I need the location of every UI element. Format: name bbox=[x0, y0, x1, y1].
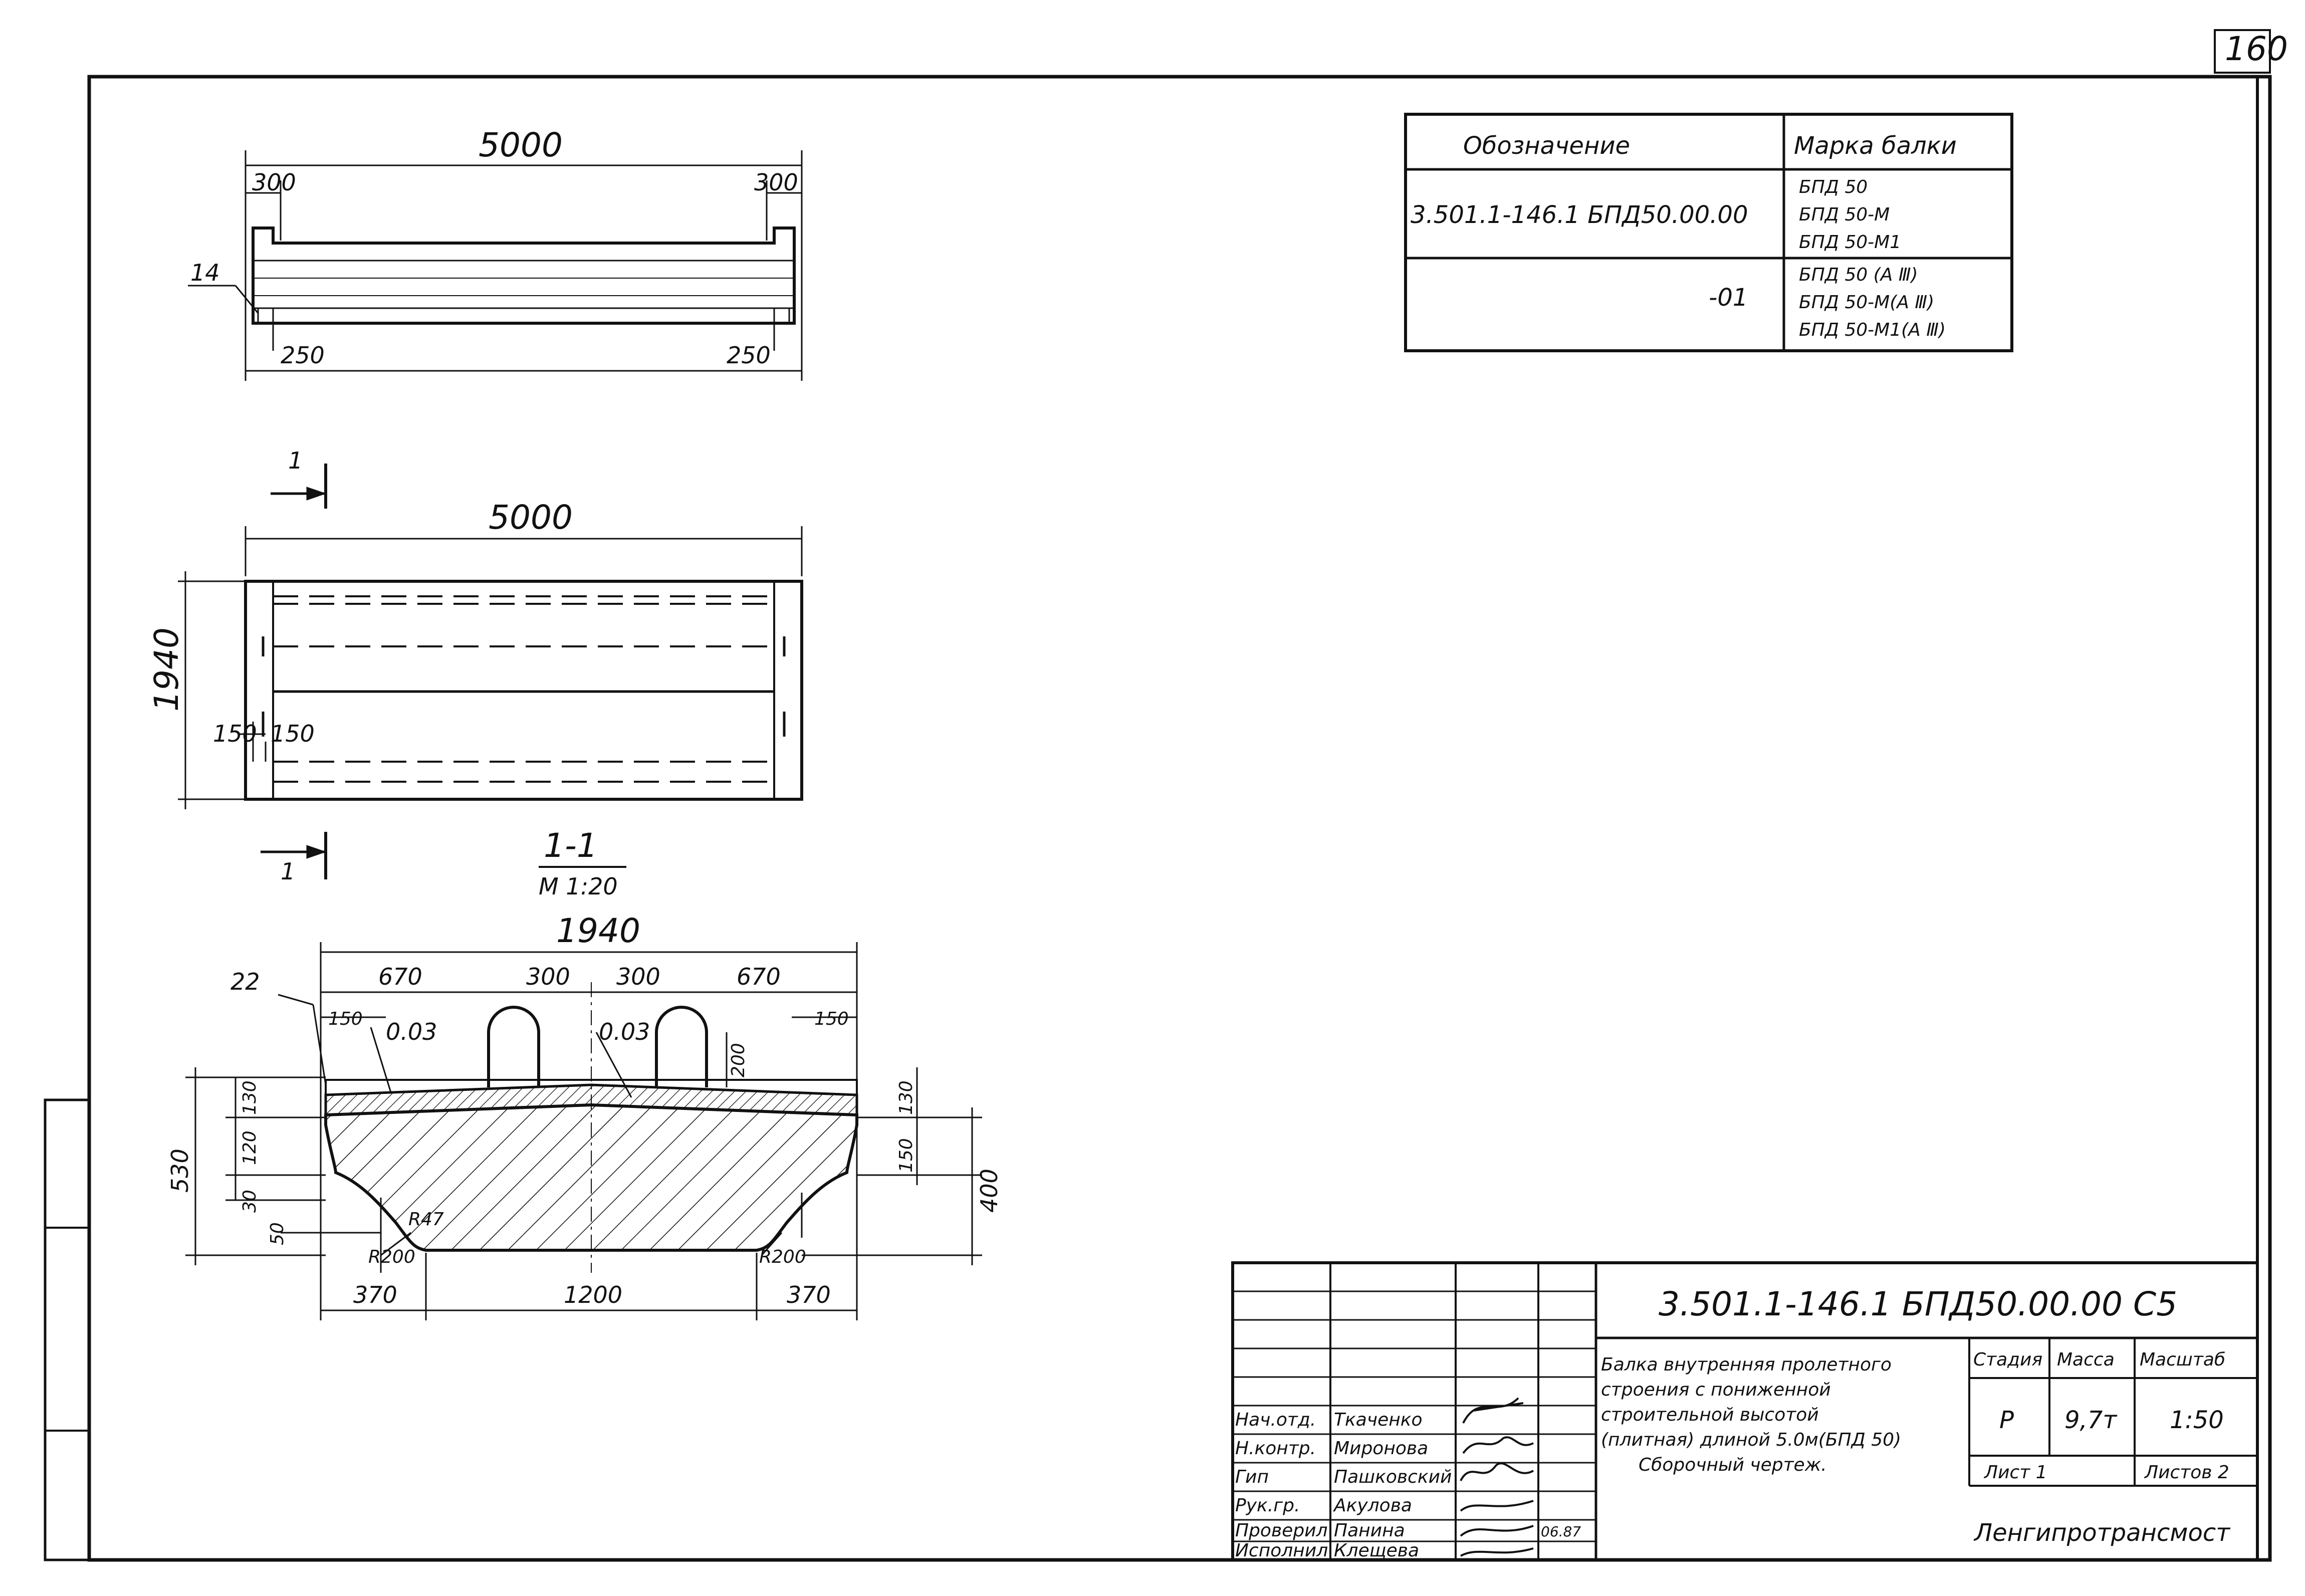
staff-role: Исполнил bbox=[1235, 1540, 1328, 1561]
section-right-height: 150 bbox=[896, 1138, 916, 1173]
section-radius-left: R200 bbox=[368, 1247, 415, 1267]
description-line: Сборочный чертеж. bbox=[1639, 1455, 1827, 1475]
elevation-end-left: 300 bbox=[252, 169, 296, 196]
section-right-total: 400 bbox=[976, 1169, 1003, 1213]
sheet-label: Лист 1 bbox=[1983, 1462, 2047, 1483]
spec-row1-designation: 3.501.1-146.1 БПД50.00.00 bbox=[1411, 201, 1748, 229]
elevation-support-left: 250 bbox=[281, 342, 325, 369]
plan-view bbox=[178, 464, 803, 879]
signature-marks bbox=[1460, 1397, 1534, 1557]
staff-name: Ткаченко bbox=[1334, 1410, 1423, 1430]
section-left-total: 530 bbox=[166, 1149, 193, 1193]
spec-row2-mark: БПД 50-М(А Ⅲ) bbox=[1799, 292, 1934, 313]
staff-role: Проверил bbox=[1235, 1520, 1328, 1541]
elevation-end-right: 300 bbox=[754, 169, 798, 196]
mass-value: 9,7т bbox=[2064, 1406, 2118, 1434]
spec-row1-mark: БПД 50 bbox=[1799, 177, 1868, 197]
section-bottom-dim: 370 bbox=[787, 1281, 831, 1308]
elevation-support-right: 250 bbox=[727, 342, 771, 369]
spec-row2-designation: -01 bbox=[1709, 284, 1748, 312]
section-slope-right: 0.03 bbox=[599, 1018, 650, 1045]
elevation-view bbox=[188, 150, 803, 381]
spec-row2-mark: БПД 50 (А Ⅲ) bbox=[1799, 265, 1918, 285]
section-scale: М 1:20 bbox=[539, 873, 618, 900]
sheet-number: 160 bbox=[2225, 30, 2288, 68]
drawing-frame bbox=[87, 75, 2272, 1562]
organization: Ленгипротрансмост bbox=[1973, 1519, 2231, 1547]
section-total-width: 1940 bbox=[556, 911, 640, 950]
section-title: 1-1 bbox=[544, 826, 598, 865]
mass-label: Масса bbox=[2057, 1349, 2115, 1370]
section-slope-left: 0.03 bbox=[386, 1018, 437, 1045]
spec-header-mark: Марка балки bbox=[1794, 132, 1957, 160]
section-bottom-dim: 370 bbox=[353, 1281, 397, 1308]
plan-edge-b: 150 bbox=[271, 720, 315, 747]
spec-row1-mark: БПД 50-М bbox=[1799, 204, 1890, 225]
description-line: строительной высотой bbox=[1601, 1405, 1819, 1425]
section-left-height: 130 bbox=[240, 1080, 260, 1115]
section-top-dim: 300 bbox=[526, 963, 570, 990]
section-radius-small: R47 bbox=[408, 1209, 444, 1230]
plan-cut-mark: 1 bbox=[281, 858, 295, 885]
section-top-dim: 670 bbox=[737, 963, 781, 990]
title-block bbox=[1231, 1261, 2259, 1561]
section-left-height: 30 bbox=[240, 1190, 260, 1213]
description-line: (плитная) длиной 5.0м(БПД 50) bbox=[1601, 1430, 1901, 1450]
elevation-length: 5000 bbox=[479, 126, 563, 164]
elevation-callout: 14 bbox=[190, 259, 220, 286]
section-edge-left: 150 bbox=[328, 1009, 363, 1029]
spec-row1-mark: БПД 50-М1 bbox=[1799, 232, 1901, 253]
plan-length: 5000 bbox=[489, 498, 573, 537]
description-line: Балка внутренняя пролетного bbox=[1601, 1354, 1892, 1375]
section-top-dim: 300 bbox=[616, 963, 660, 990]
spec-table: Обозначение Марка балки 3.501.1-146.1 БП… bbox=[1404, 113, 2013, 352]
section-right-height: 130 bbox=[896, 1080, 916, 1115]
staff-role: Гип bbox=[1235, 1467, 1269, 1487]
binding-margin bbox=[44, 1098, 91, 1561]
description-line: строения с пониженной bbox=[1601, 1380, 1831, 1400]
plan-cut-mark: 1 bbox=[288, 447, 303, 474]
scale-value: 1:50 bbox=[2170, 1406, 2224, 1434]
staff-name: Клещева bbox=[1334, 1540, 1419, 1561]
date: 06.87 bbox=[1541, 1523, 1581, 1540]
stage-value: Р bbox=[1999, 1406, 2014, 1434]
section-edge-right: 150 bbox=[814, 1009, 849, 1029]
section-callout: 22 bbox=[231, 968, 260, 995]
section-loop-height: 200 bbox=[728, 1043, 749, 1077]
section-left-small: 50 bbox=[267, 1222, 288, 1245]
staff-name: Панина bbox=[1334, 1520, 1405, 1541]
spec-header-designation: Обозначение bbox=[1463, 132, 1630, 160]
staff-name: Пашковский bbox=[1334, 1467, 1452, 1487]
spec-row2-mark: БПД 50-М1(А Ⅲ) bbox=[1799, 320, 1946, 340]
section-view bbox=[185, 942, 982, 1320]
staff-role: Рук.гр. bbox=[1235, 1495, 1300, 1516]
section-top-dim: 670 bbox=[378, 963, 422, 990]
plan-edge-a: 150 bbox=[213, 720, 257, 747]
plan-width: 1940 bbox=[147, 627, 186, 712]
staff-role: Нач.отд. bbox=[1235, 1410, 1316, 1430]
sheet-number-box bbox=[2214, 29, 2271, 74]
stage-label: Стадия bbox=[1973, 1349, 2042, 1370]
section-left-height: 120 bbox=[240, 1130, 260, 1165]
doc-code: 3.501.1-146.1 БПД50.00.00 С5 bbox=[1659, 1285, 2177, 1323]
scale-label: Масштаб bbox=[2140, 1349, 2225, 1370]
section-bottom-dim: 1200 bbox=[564, 1281, 622, 1308]
staff-name: Миронова bbox=[1334, 1438, 1428, 1459]
sheets-label: Листов 2 bbox=[2144, 1462, 2229, 1483]
staff-role: Н.контр. bbox=[1235, 1438, 1316, 1459]
staff-name: Акулова bbox=[1333, 1495, 1412, 1516]
section-radius-right: R200 bbox=[759, 1247, 806, 1267]
